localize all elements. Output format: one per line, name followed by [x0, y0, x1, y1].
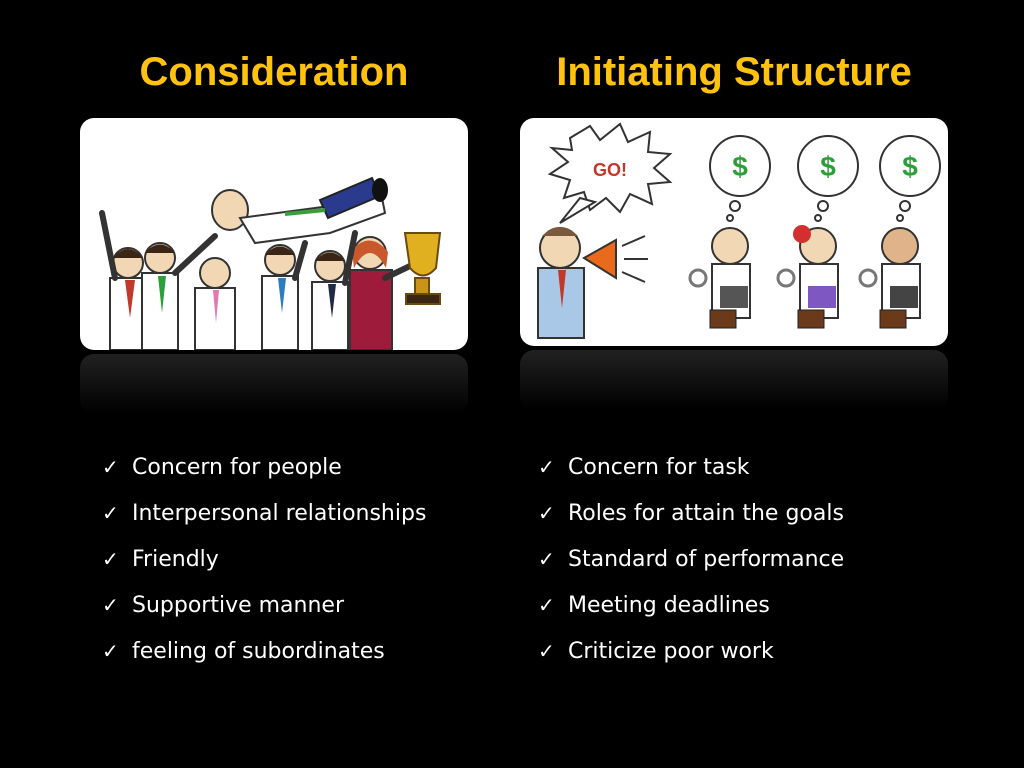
team-lifting-leader-icon [80, 118, 468, 350]
checkmark-icon: ✓ [538, 501, 555, 525]
consideration-list: ✓Concern for people ✓Interpersonal relat… [102, 444, 426, 674]
list-item: ✓Supportive manner [102, 592, 345, 618]
checkmark-icon: ✓ [538, 593, 555, 617]
list-item: ✓Criticize poor work [538, 638, 774, 664]
checkmark-icon: ✓ [102, 455, 119, 479]
checkmark-icon: ✓ [538, 455, 555, 479]
dollar-icon: $ [732, 151, 748, 182]
list-item: ✓Friendly [102, 546, 219, 572]
list-item: ✓Interpersonal relationships [102, 500, 427, 526]
checkmark-icon: ✓ [538, 639, 555, 663]
consideration-title: Consideration [139, 50, 409, 94]
boss-megaphone-robots-icon: GO! $ [520, 118, 948, 346]
list-item: ✓Concern for task [538, 454, 750, 480]
checkmark-icon: ✓ [102, 501, 119, 525]
initiating-structure-title: Initiating Structure [556, 50, 912, 94]
list-item: ✓Concern for people [102, 454, 342, 480]
checkmark-icon: ✓ [102, 639, 119, 663]
initiating-structure-list: ✓Concern for task ✓Roles for attain the … [538, 444, 844, 674]
checkmark-icon: ✓ [102, 547, 119, 571]
dollar-icon: $ [902, 151, 918, 182]
checkmark-icon: ✓ [538, 547, 555, 571]
list-item: ✓feeling of subordinates [102, 638, 385, 664]
checkmark-icon: ✓ [102, 593, 119, 617]
picture-reflection [520, 350, 948, 410]
list-item: ✓Standard of performance [538, 546, 845, 572]
list-item: ✓Meeting deadlines [538, 592, 770, 618]
list-item: ✓Roles for attain the goals [538, 500, 844, 526]
picture-reflection [80, 354, 468, 414]
dollar-icon: $ [820, 151, 836, 182]
go-shout-text: GO! [593, 160, 627, 180]
